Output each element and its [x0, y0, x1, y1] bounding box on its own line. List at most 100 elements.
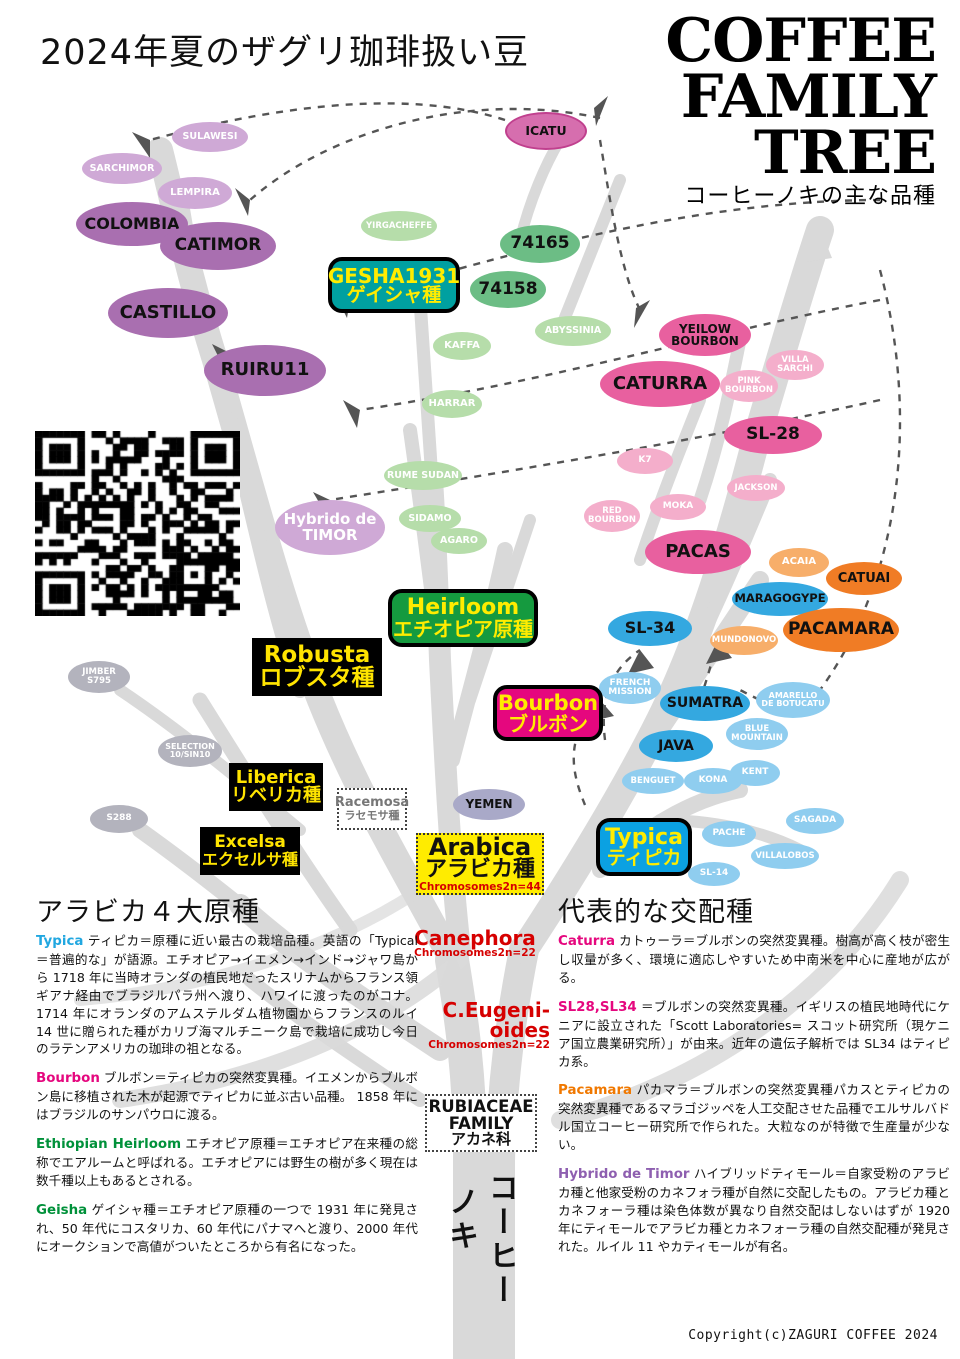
- variety-node-harrar[interactable]: HARRAR: [422, 390, 482, 418]
- variety-node-selection-10-sin10[interactable]: SELECTION 10/SIN10: [158, 735, 222, 767]
- variety-node-colombia[interactable]: COLOMBIA: [76, 202, 188, 246]
- variety-node-icatu[interactable]: ICATU: [505, 112, 587, 150]
- variety-node-benguet[interactable]: BENGUET: [622, 768, 684, 794]
- variety-node-caturra[interactable]: CATURRA: [600, 361, 720, 407]
- arabica-chromosomes: Chromosomes2n=44: [419, 881, 541, 894]
- title-line-3: TREE: [754, 117, 937, 188]
- variety-node-pache[interactable]: PACHE: [702, 821, 756, 847]
- variety-node-74165[interactable]: 74165: [500, 225, 580, 263]
- highlight-node-label-jp: ティピカ: [606, 846, 682, 869]
- variety-node-sulawesi[interactable]: SULAWESI: [172, 122, 248, 152]
- rubiaceae-line-jp: アカネ科: [450, 1130, 511, 1149]
- right-column-entries: Caturra カトゥーラ＝ブルボンの突然変異種。樹高が高く枝が密生し収量が多く…: [558, 932, 950, 1256]
- left-column-entries: Typica ティピカ＝原種に近い最古の栽培品種。英語の「Typical＝普遍的…: [36, 932, 418, 1256]
- variety-node-kent[interactable]: KENT: [730, 760, 780, 786]
- highlight-node-label-en: GESHA1931: [327, 263, 461, 288]
- page-subtitle-japanese: 2024年夏のザグリ珈琲扱い豆: [40, 33, 530, 73]
- variety-node-french-mission[interactable]: FRENCH MISSION: [599, 672, 661, 704]
- variety-node-sl-14[interactable]: SL-14: [688, 862, 740, 886]
- description-paragraph: Geisha ゲイシャ種＝エチオピア原種の一つで 1931 年に発見され、50 …: [36, 1201, 418, 1256]
- description-term: Caturra: [558, 934, 616, 949]
- rubiaceae-line-1: RUBIACEAE: [428, 1096, 534, 1116]
- description-body: カトゥーラ＝ブルボンの突然変異種。樹高が高く枝が密生し収量が多く、環境に適応しや…: [558, 933, 950, 985]
- description-body: ハイブリッドティモール＝自家受粉のアラビカ種と他家受粉のカネフォラ種が自然に交配…: [558, 1166, 950, 1254]
- description-body: パカマラ＝ブルボンの突然変異種パカスとティピカの突然変異種であるマラゴジッペを人…: [558, 1082, 950, 1153]
- racemosa-species-box: Racemosa ラセモサ種: [335, 788, 409, 830]
- description-term: Hybrido de Timor: [558, 1167, 690, 1183]
- description-paragraph: Pacamara パカマラ＝ブルボンの突然変異種パカスとティピカの突然変異種であ…: [558, 1081, 950, 1154]
- variety-node-red-bourbon[interactable]: RED BOURBON: [584, 500, 640, 532]
- highlight-node-label-en: Bourbon: [497, 690, 599, 715]
- variety-node-sl-34[interactable]: SL-34: [608, 611, 692, 646]
- rubiaceae-line-2: FAMILY: [448, 1114, 514, 1134]
- variety-node-sagada[interactable]: SAGADA: [786, 808, 844, 834]
- highlight-node-label-en: Heirloom: [406, 595, 520, 620]
- description-term: Pacamara: [558, 1083, 633, 1099]
- variety-node-blue-mountain[interactable]: BLUE MOUNTAIN: [726, 718, 788, 750]
- variety-node-yirgacheffe[interactable]: YIRGACHEFFE: [361, 211, 437, 241]
- variety-node-74158[interactable]: 74158: [470, 271, 546, 308]
- description-body: ティピカ＝原種に近い最古の栽培品種。英語の「Typical＝普遍的な」が語源。エ…: [36, 933, 418, 1057]
- variety-node-rume-sudan[interactable]: RUME SUDAN: [384, 461, 462, 490]
- description-paragraph: SL28,SL34 ＝ブルボンの突然変異種。イギリスの植民地時代にケニアに設立さ…: [558, 998, 950, 1071]
- variety-node-k7[interactable]: K7: [617, 448, 673, 474]
- description-paragraph: Caturra カトゥーラ＝ブルボンの突然変異種。樹高が高く枝が密生し収量が多く…: [558, 932, 950, 987]
- variety-node-villalobos[interactable]: VILLALOBOS: [751, 843, 819, 869]
- variety-node-jimber-s795[interactable]: JIMBER S795: [68, 661, 130, 693]
- variety-node-s288[interactable]: S288: [90, 805, 148, 833]
- variety-node-sumatra[interactable]: SUMATRA: [660, 686, 750, 721]
- highlight-node-label-jp: ゲイシャ種: [346, 283, 442, 306]
- right-description-column: 代表的な交配種 Caturra カトゥーラ＝ブルボンの突然変異種。樹高が高く枝が…: [558, 890, 950, 1267]
- variety-node-agaro[interactable]: AGARO: [431, 528, 487, 554]
- variety-node-yemen[interactable]: YEMEN: [453, 789, 525, 820]
- description-term: SL28,SL34: [558, 999, 637, 1015]
- variety-node-catimor[interactable]: CATIMOR: [160, 222, 276, 270]
- canephora-species-label: Canephora Chromosomes2n=22: [410, 928, 540, 959]
- variety-node-java[interactable]: JAVA: [639, 730, 713, 762]
- variety-node-pink-bourbon[interactable]: PINK BOURBON: [720, 370, 778, 402]
- copyright-notice: Copyright(c)ZAGURI COFFEE 2024: [688, 1328, 938, 1343]
- arabica-label-jp: アラビカ種: [424, 857, 535, 883]
- variety-node-kaffa[interactable]: KAFFA: [433, 332, 491, 360]
- eugenioides-name: C.Eugeni- oides: [442, 998, 550, 1042]
- qr-code[interactable]: [35, 431, 240, 616]
- variety-node-ruiru11[interactable]: RUIRU11: [204, 345, 326, 396]
- highlight-node-label-en: Typica: [605, 824, 683, 850]
- description-term: Geisha: [36, 1202, 88, 1218]
- species-plate-label-jp: エクセルサ種: [201, 849, 298, 869]
- variety-node-jackson[interactable]: JACKSON: [727, 475, 785, 501]
- page-title: COFFEE FAMILY TREE コーヒーノキの主な品種: [606, 11, 937, 208]
- variety-node-sidamo[interactable]: SIDAMO: [399, 505, 461, 532]
- variety-node-hybrido-de-timor[interactable]: Hybrido de TIMOR: [275, 500, 385, 555]
- variety-node-castillo[interactable]: CASTILLO: [108, 288, 228, 338]
- description-paragraph: Ethiopian Heirloom エチオピア原種＝エチオピア在来種の総称でエ…: [36, 1135, 418, 1190]
- variety-node-catuai[interactable]: CATUAI: [826, 562, 902, 595]
- highlight-node-label-jp: ブルボン: [508, 711, 588, 736]
- variety-node-acaia[interactable]: ACAIA: [769, 548, 829, 577]
- variety-node-sl-28[interactable]: SL-28: [724, 416, 822, 454]
- description-body: ゲイシャ種＝エチオピア原種の一つで 1931 年に発見され、50 年代にコスタリ…: [36, 1201, 418, 1254]
- variety-node-sarchimor[interactable]: SARCHIMOR: [82, 153, 162, 184]
- variety-node-lempira[interactable]: LEMPIRA: [158, 177, 232, 209]
- variety-node-pacamara[interactable]: PACAMARA: [783, 608, 899, 652]
- variety-node-yeilow-bourbon[interactable]: YEILOW BOURBON: [659, 314, 751, 356]
- variety-node-abyssinia[interactable]: ABYSSINIA: [535, 316, 611, 346]
- description-term: Typica: [36, 934, 84, 949]
- variety-node-amarello-de-botucatu[interactable]: AMARELLO DE BOTUCATU: [756, 682, 830, 718]
- variety-node-mundonovo[interactable]: MUNDONOVO: [710, 626, 778, 655]
- variety-node-moka[interactable]: MOKA: [650, 494, 706, 520]
- description-paragraph: Bourbon ブルボン＝ティピカの突然変異種。イエメンからブルボン島に移植され…: [36, 1069, 418, 1124]
- variety-node-villa-sarchi[interactable]: VILLA SARCHI: [766, 350, 824, 380]
- right-column-heading: 代表的な交配種: [558, 897, 754, 928]
- species-plate-label-en: Liberica: [235, 766, 317, 788]
- variety-node-pacas[interactable]: PACAS: [645, 530, 751, 574]
- description-paragraph: Typica ティピカ＝原種に近い最古の栽培品種。英語の「Typical＝普遍的…: [36, 932, 418, 1058]
